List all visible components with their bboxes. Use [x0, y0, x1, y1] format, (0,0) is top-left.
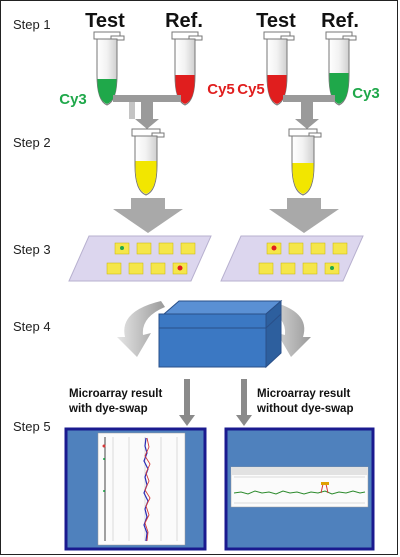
right-result-arrow-icon	[236, 379, 252, 426]
left-merge-arrow-icon	[113, 95, 181, 129]
right-merge-arrow-icon	[283, 95, 335, 129]
left-test-tube-icon	[93, 31, 125, 106]
left-result-title: Microarray result	[69, 388, 162, 400]
step-3-label: Step 3	[13, 242, 51, 257]
left-test-label: Test	[85, 10, 125, 32]
left-mixed-tube-icon	[131, 128, 165, 196]
left-microarray-slide	[68, 235, 212, 282]
step-2-label: Step 2	[13, 135, 51, 150]
right-test-label: Test	[256, 10, 296, 32]
right-microarray-slide	[220, 235, 364, 282]
right-test-tube-icon	[263, 31, 295, 106]
right-ref-tube-icon	[325, 31, 357, 106]
right-cy3-label: Cy3	[352, 85, 380, 102]
step-5-label: Step 5	[13, 419, 51, 434]
right-curved-arrow-icon	[263, 301, 311, 357]
step-1-label: Step 1	[13, 17, 51, 32]
right-down-arrow-icon	[269, 198, 339, 233]
left-ref-label: Ref.	[165, 10, 203, 32]
right-result-subtitle: without dye-swap	[256, 403, 353, 415]
hybridization-box	[158, 299, 283, 369]
right-result-title: Microarray result	[257, 388, 350, 400]
left-result-screen	[64, 427, 207, 551]
left-result-arrow-icon	[179, 379, 195, 426]
left-cy5-label: Cy5	[207, 81, 235, 98]
right-result-screen	[224, 427, 375, 551]
left-down-arrow-icon	[113, 198, 183, 233]
right-ref-label: Ref.	[321, 10, 359, 32]
right-cy5-label: Cy5	[237, 81, 265, 98]
step-4-label: Step 4	[13, 319, 51, 334]
left-ref-tube-icon	[171, 31, 203, 106]
left-cy3-label: Cy3	[59, 91, 87, 108]
right-mixed-tube-icon	[288, 128, 322, 196]
left-result-subtitle: with dye-swap	[68, 403, 148, 415]
left-curved-arrow-icon	[117, 301, 165, 357]
